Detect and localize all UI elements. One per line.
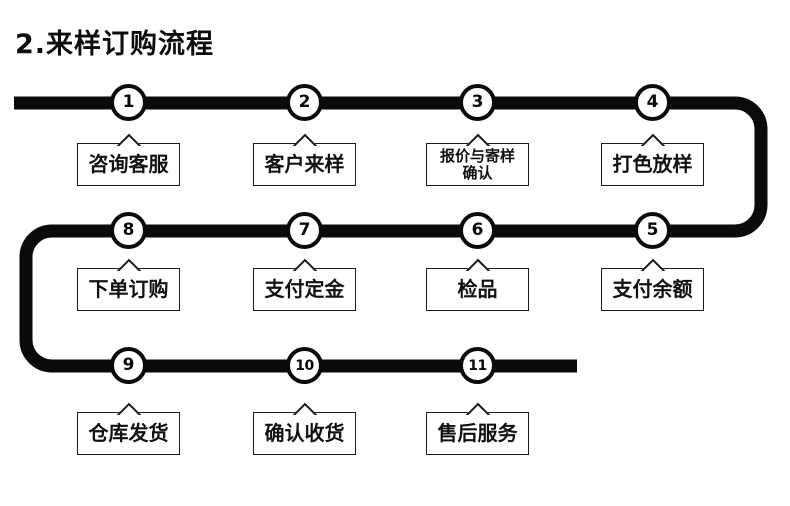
step-box-6: 检品 (426, 268, 529, 311)
step-circle-11: 11 (459, 347, 496, 384)
snake-line (14, 96, 768, 373)
step-box-4: 打色放样 (601, 143, 704, 186)
step-box-3: 报价与寄样 确认 (426, 143, 529, 186)
step-number: 2 (298, 92, 311, 112)
step-label: 客户来样 (264, 152, 345, 176)
step-number: 6 (471, 220, 484, 240)
step-circle-4: 4 (634, 84, 671, 121)
step-label: 支付定金 (264, 277, 345, 301)
step-box-11: 售后服务 (426, 412, 529, 455)
step-number: 5 (646, 220, 659, 240)
step-number: 11 (468, 357, 487, 374)
step-number: 8 (122, 220, 135, 240)
step-circle-3: 3 (459, 84, 496, 121)
step-label: 检品 (457, 277, 498, 301)
step-label: 报价与寄样 确认 (439, 147, 515, 182)
step-box-8: 下单订购 (77, 268, 180, 311)
step-label: 支付余额 (612, 277, 693, 301)
step-box-9: 仓库发货 (77, 412, 180, 455)
step-number: 3 (471, 92, 484, 112)
step-label: 确认收货 (264, 421, 345, 445)
step-circle-10: 10 (286, 347, 323, 384)
step-circle-2: 2 (286, 84, 323, 121)
step-number: 9 (122, 355, 135, 375)
step-circle-7: 7 (286, 212, 323, 249)
step-label: 仓库发货 (88, 421, 169, 445)
step-number: 4 (646, 92, 659, 112)
step-circle-1: 1 (110, 84, 147, 121)
page-title: 2.来样订购流程 (15, 29, 215, 60)
step-label: 咨询客服 (88, 152, 169, 176)
step-box-1: 咨询客服 (77, 143, 180, 186)
step-circle-9: 9 (110, 347, 147, 384)
step-label: 打色放样 (612, 152, 693, 176)
step-circle-5: 5 (634, 212, 671, 249)
step-box-7: 支付定金 (253, 268, 356, 311)
step-number: 7 (298, 220, 311, 240)
step-number: 10 (295, 357, 314, 374)
step-label: 下单订购 (88, 277, 169, 301)
step-box-10: 确认收货 (253, 412, 356, 455)
step-box-2: 客户来样 (253, 143, 356, 186)
step-box-5: 支付余额 (601, 268, 704, 311)
step-circle-8: 8 (110, 212, 147, 249)
step-number: 1 (122, 92, 135, 112)
step-circle-6: 6 (459, 212, 496, 249)
step-label: 售后服务 (437, 421, 518, 445)
